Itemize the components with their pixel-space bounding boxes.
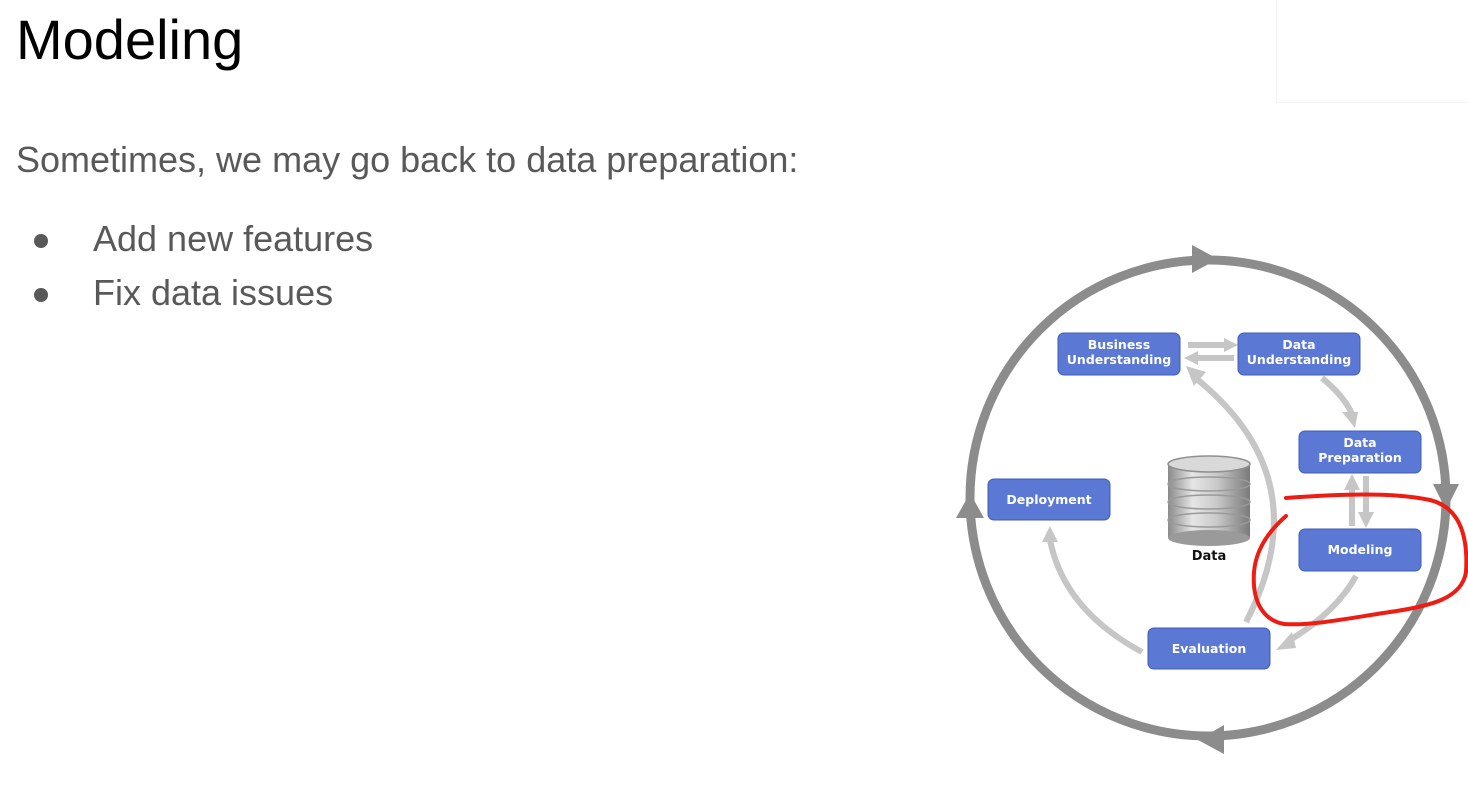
- node-label: Understanding: [1247, 352, 1351, 367]
- node-data-understanding: Data Understanding: [1237, 332, 1361, 376]
- bullet-list: Add new features Fix data issues: [30, 214, 373, 322]
- bullet-item: Add new features: [30, 214, 373, 268]
- data-label: Data: [1192, 549, 1227, 564]
- node-deployment: Deployment: [987, 478, 1111, 521]
- node-label: Understanding: [1067, 352, 1171, 367]
- arrowhead-icon: [1184, 351, 1198, 365]
- node-label: Modeling: [1328, 542, 1393, 557]
- video-thumbnail-placeholder: [1276, 0, 1468, 103]
- cycle-arrowhead-icon: [1192, 245, 1218, 273]
- node-data-preparation: Data Preparation: [1298, 430, 1422, 474]
- arrow-evaluation-to-business: [1196, 377, 1277, 624]
- bullet-text: Fix data issues: [93, 272, 334, 313]
- arrowhead-icon: [1342, 412, 1358, 428]
- crisp-dm-diagram: Data Business Understanding Data Underst…: [956, 245, 1468, 754]
- bullet-item: Fix data issues: [30, 268, 373, 322]
- arrowhead-icon: [1042, 526, 1058, 542]
- node-business-understanding: Business Understanding: [1057, 332, 1181, 376]
- bullet-dot-icon: [34, 234, 48, 248]
- arrowhead-icon: [1344, 474, 1360, 490]
- arrow-evaluation-to-deployment: [1047, 539, 1144, 655]
- arrow-understanding-to-preparation: [1320, 375, 1355, 416]
- cycle-arrowhead-icon: [1433, 484, 1459, 510]
- node-label: Data: [1343, 435, 1376, 450]
- data-cylinder-icon: [1167, 455, 1251, 546]
- cycle-arrowhead-icon: [956, 493, 984, 518]
- node-evaluation: Evaluation: [1147, 627, 1271, 670]
- arrow-modeling-to-evaluation: [1288, 574, 1359, 643]
- bullet-dot-icon: [34, 288, 48, 302]
- cycle-arrowhead-icon: [1198, 725, 1224, 754]
- node-label: Evaluation: [1172, 641, 1247, 656]
- arrowhead-icon: [1358, 512, 1374, 528]
- node-label: Preparation: [1318, 450, 1402, 465]
- node-label: Deployment: [1006, 492, 1091, 507]
- node-label: Business: [1088, 337, 1150, 352]
- arrowhead-icon: [1276, 632, 1296, 650]
- arrowhead-icon: [1224, 338, 1238, 352]
- slide-title: Modeling: [16, 8, 244, 71]
- arrowhead-icon: [1186, 366, 1206, 386]
- node-modeling: Modeling: [1298, 528, 1422, 572]
- bullet-text: Add new features: [93, 218, 374, 259]
- node-label: Data: [1282, 337, 1315, 352]
- red-annotation-loop: [1251, 492, 1468, 627]
- slide-subtitle: Sometimes, we may go back to data prepar…: [16, 139, 799, 180]
